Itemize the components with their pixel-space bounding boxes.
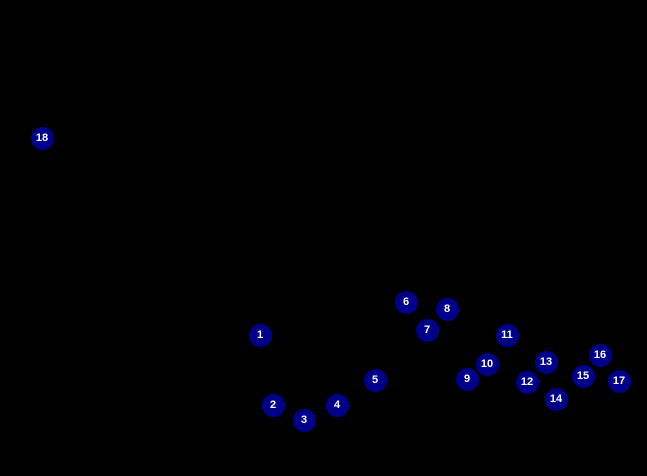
- marker-label: 1: [256, 328, 264, 341]
- marker-12[interactable]: 12: [515, 370, 539, 394]
- marker-8[interactable]: 8: [435, 297, 459, 321]
- marker-label: 17: [612, 374, 626, 387]
- marker-label: 10: [480, 357, 494, 370]
- marker-label: 12: [520, 375, 534, 388]
- marker-label: 3: [300, 413, 308, 426]
- marker-label: 8: [443, 302, 451, 315]
- marker-14[interactable]: 14: [544, 387, 568, 411]
- marker-label: 4: [333, 398, 341, 411]
- marker-18[interactable]: 18: [30, 126, 54, 150]
- marker-11[interactable]: 11: [495, 323, 519, 347]
- marker-label: 18: [35, 131, 49, 144]
- marker-label: 7: [423, 323, 431, 336]
- marker-6[interactable]: 6: [394, 290, 418, 314]
- marker-label: 6: [402, 295, 410, 308]
- marker-9[interactable]: 9: [455, 367, 479, 391]
- marker-label: 13: [539, 355, 553, 368]
- marker-1[interactable]: 1: [248, 323, 272, 347]
- marker-4[interactable]: 4: [325, 393, 349, 417]
- marker-label: 15: [576, 369, 590, 382]
- marker-15[interactable]: 15: [571, 364, 595, 388]
- marker-label: 14: [549, 392, 563, 405]
- marker-16[interactable]: 16: [588, 343, 612, 367]
- marker-label: 9: [463, 372, 471, 385]
- marker-2[interactable]: 2: [261, 393, 285, 417]
- marker-7[interactable]: 7: [415, 318, 439, 342]
- marker-label: 5: [371, 373, 379, 386]
- marker-label: 2: [269, 398, 277, 411]
- marker-label: 16: [593, 348, 607, 361]
- marker-3[interactable]: 3: [292, 408, 316, 432]
- marker-13[interactable]: 13: [534, 350, 558, 374]
- marker-17[interactable]: 17: [607, 369, 631, 393]
- marker-10[interactable]: 10: [475, 352, 499, 376]
- marker-5[interactable]: 5: [363, 368, 387, 392]
- marker-label: 11: [501, 328, 513, 341]
